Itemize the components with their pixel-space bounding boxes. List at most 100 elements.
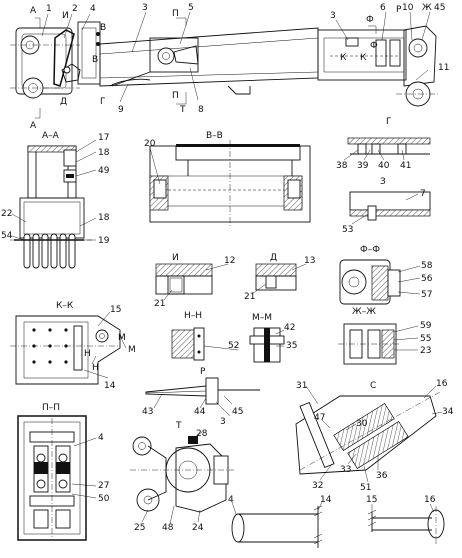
callout-24: 24 xyxy=(192,523,204,533)
callout-19: 19 xyxy=(98,236,110,246)
callout-18-bottom: 18 xyxy=(98,213,110,223)
section-mark-t: Т xyxy=(179,105,186,115)
callout-42: 42 xyxy=(284,323,295,333)
callout-3-right: 3 xyxy=(330,11,336,21)
section-mark-r: Р xyxy=(396,5,402,15)
callout-33: 33 xyxy=(340,465,351,475)
section-v-v: В–В 20 xyxy=(144,131,311,228)
callout-56: 56 xyxy=(421,274,433,284)
section-p-p: П–П 4 27 50 xyxy=(17,403,110,541)
callout-27: 27 xyxy=(98,481,109,491)
callout-52: 52 xyxy=(228,341,239,351)
callout-2: 2 xyxy=(72,4,78,14)
section-a-a: А–А 17 18 49 22 54 18 19 xyxy=(1,131,110,269)
section-mark-p-top: П xyxy=(172,9,179,19)
section-k-k-title: К–К xyxy=(56,301,74,311)
section-m-m-title: М–М xyxy=(252,313,272,323)
section-m-m: М–М 42 35 xyxy=(249,313,297,363)
callout-25: 25 xyxy=(134,523,145,533)
callout-21-d: 21 xyxy=(244,292,255,302)
section-mark-d: Д xyxy=(60,97,67,107)
callout-11: 11 xyxy=(438,63,449,73)
callout-9: 9 xyxy=(118,105,124,115)
callout-1: 1 xyxy=(46,4,52,14)
callout-14-kk: 14 xyxy=(104,381,116,391)
view-g: Г 38 39 40 41 xyxy=(336,117,431,171)
callout-45-main: 45 xyxy=(434,3,445,13)
callout-28: 28 xyxy=(196,429,208,439)
main-view: А А И В В П П Д Г Т Ф Ж К К Р Ф 1 2 3 4 … xyxy=(10,3,449,131)
section-mark-i: И xyxy=(62,11,69,21)
view-s-title: С xyxy=(370,381,376,391)
callout-32: 32 xyxy=(312,481,323,491)
section-mark-v-side: В xyxy=(92,55,98,65)
view-i-title: И xyxy=(172,253,179,263)
callout-43: 43 xyxy=(142,407,153,417)
callout-18-top: 18 xyxy=(98,148,110,158)
section-n-n: Н–Н 52 xyxy=(171,311,239,361)
view-t-title: Т xyxy=(175,421,182,431)
callout-16-s: 16 xyxy=(436,379,448,389)
callout-39: 39 xyxy=(357,161,369,171)
callout-48: 48 xyxy=(162,523,174,533)
callout-22: 22 xyxy=(1,209,12,219)
section-f-f: Ф–Ф 58 56 57 xyxy=(339,245,433,305)
view-z: З 7 53 xyxy=(342,177,431,235)
callout-16-scheme: 16 xyxy=(424,495,436,505)
section-mark-g: Г xyxy=(100,97,106,107)
callout-50: 50 xyxy=(98,494,110,504)
callout-47: 47 xyxy=(314,413,325,423)
view-g-title: Г xyxy=(386,117,392,127)
callout-30: 30 xyxy=(356,419,368,429)
rope-scheme-1: 4 14 xyxy=(228,495,332,548)
callout-12: 12 xyxy=(224,256,235,266)
callout-59: 59 xyxy=(420,321,432,331)
callout-44: 44 xyxy=(194,407,206,417)
callout-6: 6 xyxy=(380,3,386,13)
section-mark-f-top: Ф xyxy=(366,15,374,25)
view-r-title: Р xyxy=(200,367,206,377)
section-p-p-title: П–П xyxy=(42,403,60,413)
callout-8: 8 xyxy=(198,105,204,115)
section-mark-v-top: В xyxy=(100,23,106,33)
section-mark-k-left: К xyxy=(340,53,347,63)
callout-3-r: 3 xyxy=(220,417,226,427)
callout-3-main: 3 xyxy=(142,3,148,13)
callout-45-r: 45 xyxy=(232,407,243,417)
callout-15-kk: 15 xyxy=(110,305,121,315)
section-v-v-title: В–В xyxy=(206,131,223,141)
callout-54: 54 xyxy=(1,231,13,241)
section-mark-p-bottom: П xyxy=(172,91,179,101)
section-zh-zh: Ж–Ж 59 55 23 xyxy=(338,307,432,365)
callout-31: 31 xyxy=(296,381,307,391)
mark-n-2: Н xyxy=(84,349,91,359)
callout-36: 36 xyxy=(376,471,388,481)
callout-57: 57 xyxy=(421,290,432,300)
section-f-f-title: Ф–Ф xyxy=(360,245,380,255)
section-mark-k-right: К xyxy=(360,53,367,63)
view-z-title: З xyxy=(380,177,386,187)
section-mark-a-top: А xyxy=(30,6,37,16)
callout-49: 49 xyxy=(98,166,110,176)
section-mark-zh: Ж xyxy=(422,3,432,13)
mark-n-1: Н xyxy=(92,363,99,373)
view-d: Д 13 21 xyxy=(244,253,315,302)
section-n-n-title: Н–Н xyxy=(184,311,202,321)
view-i: И 12 21 xyxy=(154,253,235,309)
callout-41: 41 xyxy=(400,161,411,171)
section-mark-a-bottom: А xyxy=(30,121,37,131)
view-r: Р 43 44 45 3 xyxy=(142,367,260,427)
callout-4-scheme: 4 xyxy=(228,495,234,505)
callout-17: 17 xyxy=(98,133,109,143)
callout-14-scheme: 14 xyxy=(320,495,332,505)
callout-13: 13 xyxy=(304,256,315,266)
view-t: Т 28 25 48 24 xyxy=(130,421,234,533)
callout-35: 35 xyxy=(286,341,297,351)
callout-51: 51 xyxy=(360,483,371,493)
mark-m-1: М xyxy=(128,345,136,355)
callout-53: 53 xyxy=(342,225,353,235)
view-d-title: Д xyxy=(270,253,277,263)
callout-58: 58 xyxy=(421,261,433,271)
callout-55: 55 xyxy=(420,334,431,344)
